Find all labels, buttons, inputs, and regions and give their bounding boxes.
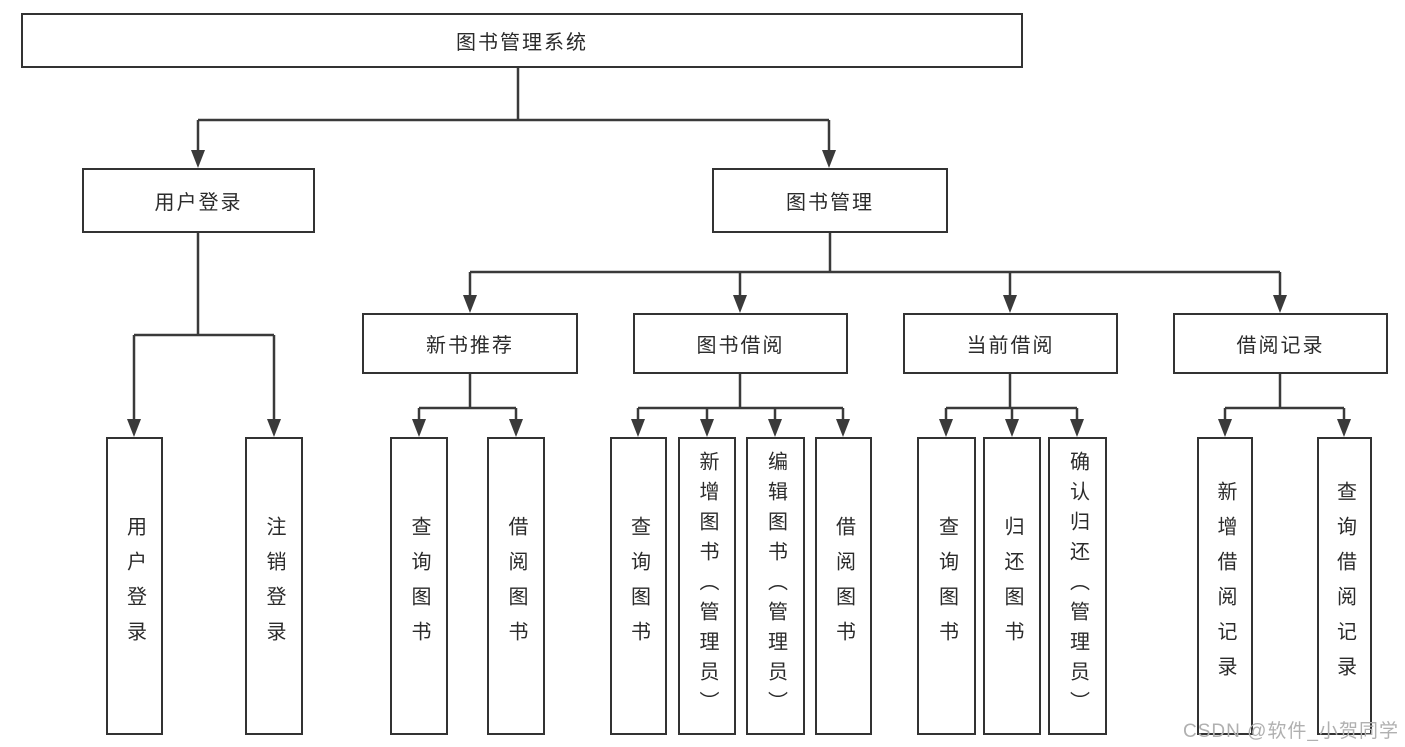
leaf-add-borrow-record: 新增借阅记录 (1197, 437, 1253, 735)
connector-user-login-children (127, 233, 281, 437)
node-borrow-record: 借阅记录 (1173, 313, 1388, 374)
leaf-label: 确认归还（管理员） (1066, 451, 1089, 721)
connector-book-management-children (463, 233, 1287, 313)
leaf-label: 新增借阅记录 (1214, 481, 1236, 691)
leaf-edit-book-admin: 编辑图书（管理员） (746, 437, 805, 735)
connector-new-book-children (412, 374, 523, 437)
leaf-label: 编辑图书（管理员） (764, 451, 787, 721)
leaf-user-login: 用户登录 (106, 437, 163, 735)
leaf-label: 查询图书 (408, 516, 430, 656)
leaf-add-book-admin: 新增图书（管理员） (678, 437, 736, 735)
leaf-label: 新增图书（管理员） (696, 451, 718, 721)
connector-current-borrow-children (939, 374, 1084, 437)
leaf-confirm-return-admin: 确认归还（管理员） (1048, 437, 1107, 735)
csdn-watermark: CSDN @软件_小贺同学 (1183, 721, 1399, 742)
leaf-label: 注销登录 (263, 516, 285, 656)
leaf-query-borrow-record: 查询借阅记录 (1317, 437, 1372, 735)
connector-borrow-record-children (1218, 374, 1351, 437)
leaf-borrow-book-recommend: 借阅图书 (487, 437, 545, 735)
leaf-label: 借阅图书 (505, 516, 527, 656)
leaf-label: 查询图书 (627, 516, 650, 656)
leaf-label: 归还图书 (1001, 516, 1023, 656)
leaf-label: 用户登录 (123, 516, 146, 656)
connector-book-borrow-children (631, 374, 850, 437)
leaf-query-book-borrow: 查询图书 (610, 437, 667, 735)
node-book-management: 图书管理 (712, 168, 948, 233)
leaf-logout: 注销登录 (245, 437, 303, 735)
node-new-book-recommend: 新书推荐 (362, 313, 578, 374)
leaf-return-book: 归还图书 (983, 437, 1041, 735)
leaf-label: 查询图书 (935, 516, 958, 656)
node-root-library-system: 图书管理系统 (21, 13, 1023, 68)
leaf-borrow-book: 借阅图书 (815, 437, 872, 735)
node-current-borrow: 当前借阅 (903, 313, 1118, 374)
leaf-label: 查询借阅记录 (1333, 481, 1356, 691)
leaf-label: 借阅图书 (832, 516, 855, 656)
node-book-borrow: 图书借阅 (633, 313, 848, 374)
leaf-query-book-recommend: 查询图书 (390, 437, 448, 735)
connector-root-to-level2 (191, 68, 836, 168)
node-user-login: 用户登录 (82, 168, 315, 233)
leaf-query-book-current: 查询图书 (917, 437, 976, 735)
